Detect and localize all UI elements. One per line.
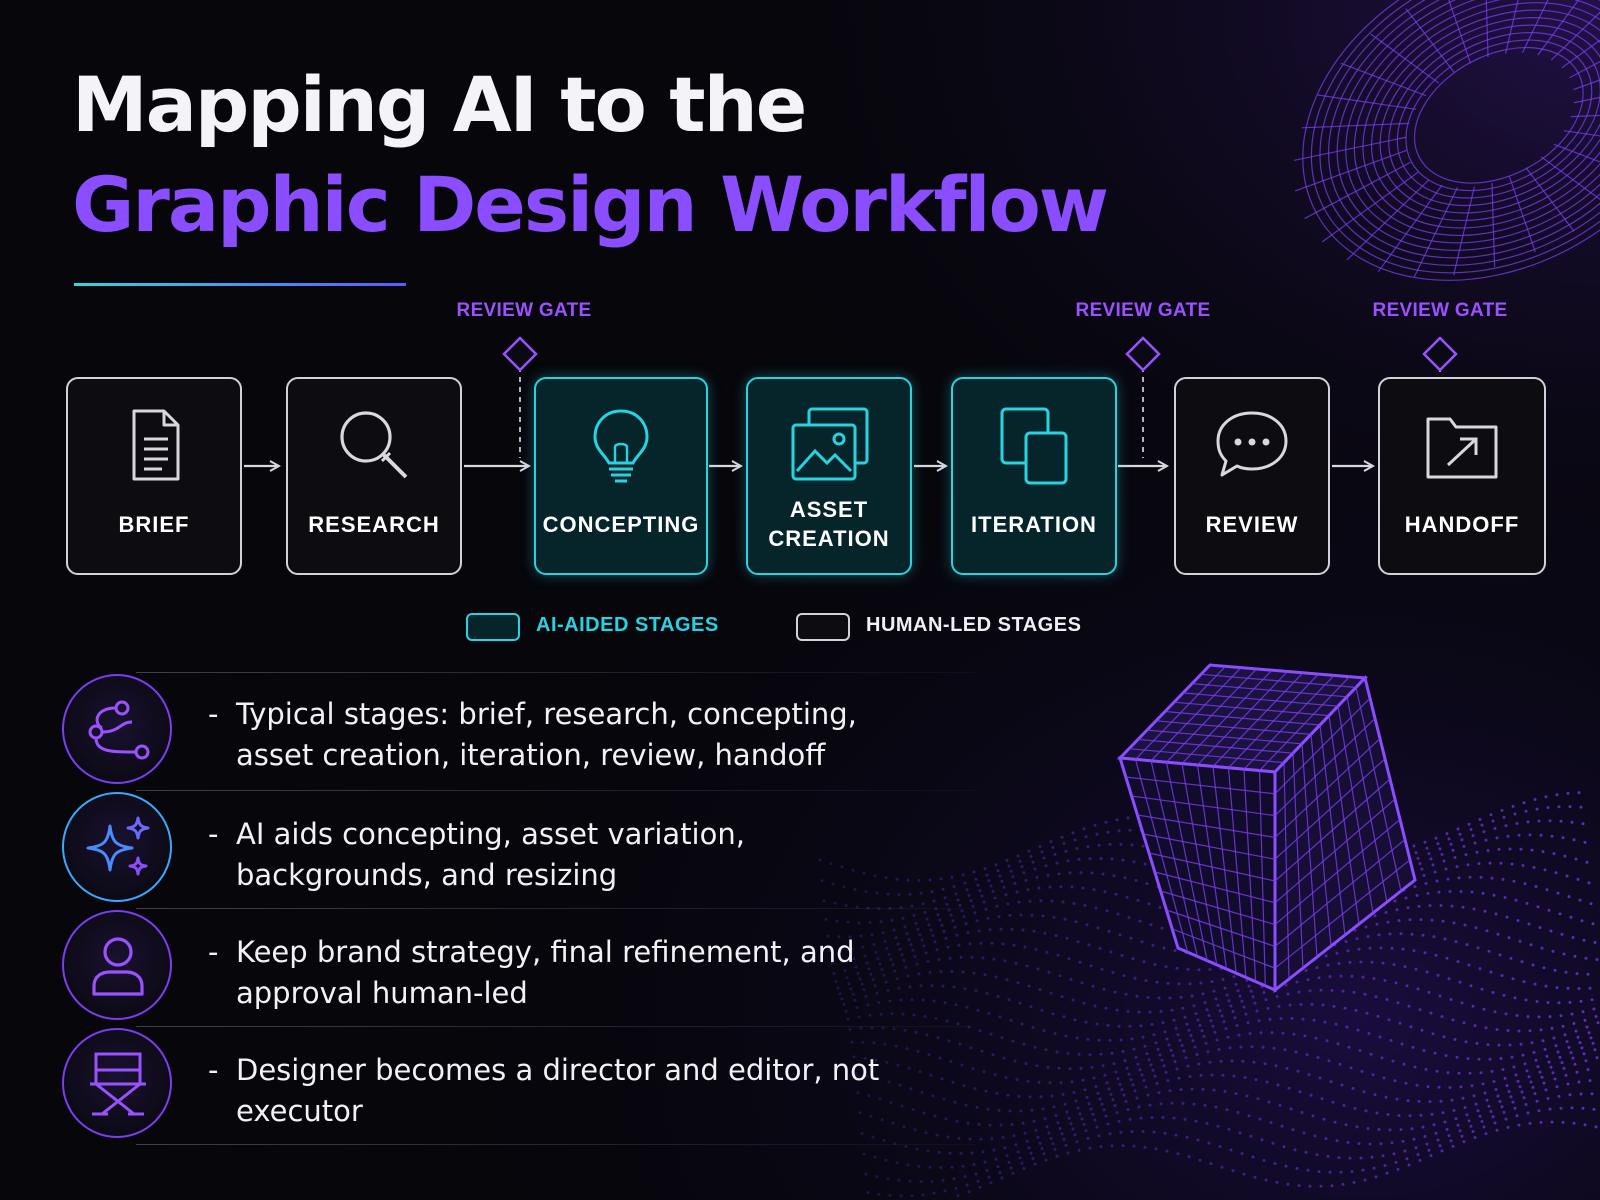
bullet-text-3: Keep brand strategy, final refinement, a… bbox=[236, 935, 855, 1010]
stage-label-handoff: HANDOFF bbox=[1404, 511, 1520, 537]
duplicate-icon bbox=[1000, 407, 1068, 485]
stage-label-asset-creation: ASSET CREATION bbox=[768, 497, 890, 551]
page-title-line-2: Graphic Design Workflow bbox=[72, 160, 1109, 249]
bullet-dash: - bbox=[208, 817, 219, 851]
director-chair-icon bbox=[90, 1052, 146, 1116]
bullet-dash: - bbox=[208, 1053, 219, 1087]
review-gate-label-1: REVIEW GATE bbox=[456, 300, 592, 321]
page-title-line-1: Mapping AI to the bbox=[72, 60, 807, 149]
stage-label-iteration: ITERATION bbox=[971, 511, 1097, 537]
legend-swatch-human bbox=[796, 613, 850, 641]
legend-swatch-ai bbox=[466, 613, 520, 641]
folder-export-icon bbox=[1426, 417, 1498, 479]
document-icon bbox=[132, 409, 180, 481]
bullet-text-1: Typical stages: brief, research, concept… bbox=[236, 697, 857, 772]
magnifier-icon bbox=[340, 411, 408, 479]
legend-label-ai: AI-AIDED STAGES bbox=[536, 614, 719, 636]
bullet-icon-circle-2 bbox=[62, 792, 172, 902]
stage-iteration[interactable]: ITERATION bbox=[951, 377, 1117, 575]
bullet-item-2: - AI aids concepting, asset variation, b… bbox=[208, 814, 908, 896]
row-separator bbox=[136, 790, 976, 791]
review-gate-diamond-1 bbox=[502, 336, 538, 372]
stage-label-review: REVIEW bbox=[1205, 511, 1299, 537]
bullet-icon-circle-1 bbox=[62, 674, 172, 784]
person-icon bbox=[92, 937, 144, 996]
stage-brief[interactable]: BRIEF bbox=[66, 377, 242, 575]
legend-label-human: HUMAN-LED STAGES bbox=[866, 614, 1082, 636]
review-gate-diamond-2 bbox=[1125, 336, 1161, 372]
row-separator bbox=[136, 1144, 976, 1145]
bullet-text-2: AI aids concepting, asset variation, bac… bbox=[236, 817, 745, 892]
bullet-text-4: Designer becomes a director and editor, … bbox=[236, 1053, 880, 1128]
row-separator bbox=[136, 908, 976, 909]
stage-research[interactable]: RESEARCH bbox=[286, 377, 462, 575]
stage-label-brief: BRIEF bbox=[118, 511, 190, 537]
stage-review[interactable]: REVIEW bbox=[1174, 377, 1330, 575]
stage-concepting[interactable]: CONCEPTING bbox=[534, 377, 708, 575]
torus-wireframe-decoration bbox=[1294, 0, 1600, 281]
bullet-item-1: - Typical stages: brief, research, conce… bbox=[208, 694, 908, 776]
bullet-dash: - bbox=[208, 935, 219, 969]
row-separator bbox=[136, 1026, 976, 1027]
stage-label-concepting: CONCEPTING bbox=[542, 511, 700, 537]
review-gate-label-3: REVIEW GATE bbox=[1372, 300, 1508, 321]
bullet-item-3: - Keep brand strategy, final refinement,… bbox=[208, 932, 908, 1014]
bullet-icon-circle-3 bbox=[62, 910, 172, 1020]
bullet-icon-circle-4 bbox=[62, 1028, 172, 1138]
path-nodes-icon bbox=[88, 700, 150, 760]
review-gate-diamond-3 bbox=[1422, 336, 1458, 372]
bullet-item-4: - Designer becomes a director and editor… bbox=[208, 1050, 908, 1132]
stage-asset-creation[interactable]: ASSET CREATION bbox=[746, 377, 912, 575]
stage-label-research: RESEARCH bbox=[308, 511, 440, 537]
chat-bubble-icon bbox=[1216, 411, 1288, 477]
image-stack-icon bbox=[791, 407, 869, 481]
row-separator bbox=[136, 672, 976, 673]
title-underline bbox=[74, 283, 406, 286]
review-gate-label-2: REVIEW GATE bbox=[1075, 300, 1211, 321]
stage-handoff[interactable]: HANDOFF bbox=[1378, 377, 1546, 575]
bullet-dash: - bbox=[208, 697, 219, 731]
lightbulb-icon bbox=[593, 409, 649, 483]
cube-wireframe-decoration bbox=[1116, 663, 1417, 994]
sparkles-icon bbox=[86, 816, 150, 876]
